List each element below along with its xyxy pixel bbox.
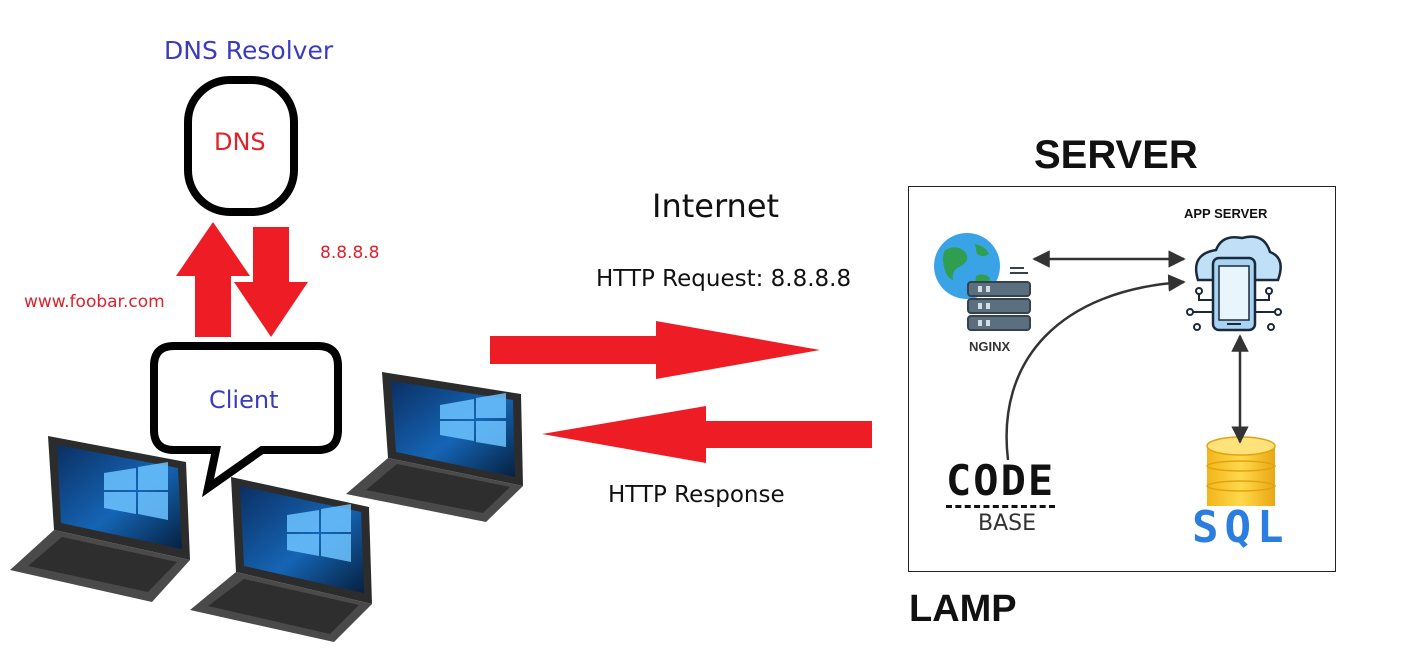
dns-query-arrow	[176, 222, 250, 337]
http-response-label: HTTP Response	[608, 482, 785, 508]
dns-resolver-label: DNS Resolver	[164, 36, 334, 65]
dns-db-label: DNS	[214, 128, 266, 156]
sql-database-icon	[1206, 436, 1276, 506]
server-title: SERVER	[1034, 133, 1198, 177]
laptop-icon-back	[346, 372, 523, 522]
nginx-icon	[934, 233, 1031, 331]
code-label: CODE	[946, 460, 1056, 508]
client-speech-bubble	[150, 342, 342, 498]
nginx-label: NGINX	[969, 339, 1011, 354]
dns-database	[184, 76, 298, 216]
dns-answer-label: 8.8.8.8	[320, 243, 380, 263]
http-request-arrow	[490, 321, 820, 379]
client-label: Client	[209, 386, 279, 414]
laptop-icon-front	[190, 477, 372, 642]
codebase-appserver-connector	[1005, 274, 1186, 461]
internet-title: Internet	[652, 187, 780, 225]
laptop-icon-left	[10, 436, 190, 602]
http-request-label: HTTP Request: 8.8.8.8	[596, 266, 852, 292]
server-frame	[908, 186, 1336, 572]
sql-label: SQL	[1192, 502, 1290, 553]
http-response-arrow	[542, 406, 872, 463]
lamp-label: LAMP	[909, 588, 1017, 630]
dns-answer-arrow	[234, 227, 308, 337]
dns-query-label: www.foobar.com	[24, 292, 165, 312]
app-server-label: APP SERVER	[1184, 206, 1268, 221]
base-label: BASE	[978, 511, 1037, 536]
app-server-icon	[1186, 235, 1282, 332]
